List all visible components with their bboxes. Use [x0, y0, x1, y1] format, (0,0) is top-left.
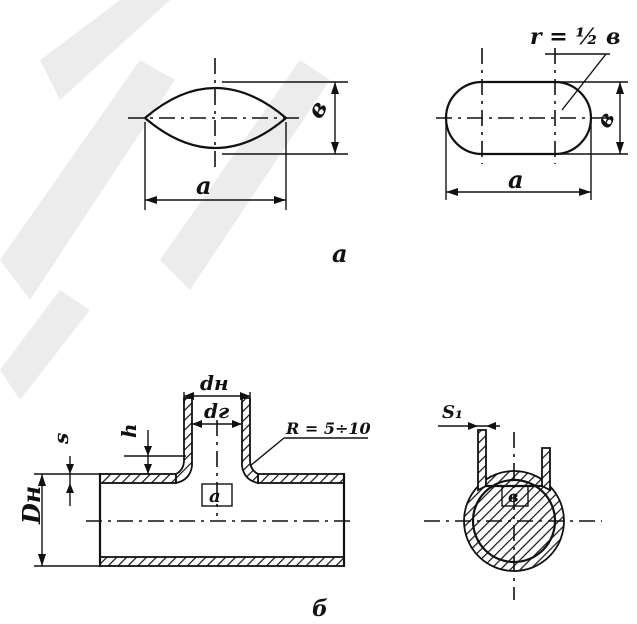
figure-label-a: а — [332, 239, 348, 268]
radius-range: R = 5÷10 — [285, 419, 371, 438]
dim-a-left: a — [196, 171, 212, 200]
radius-formula: r = ½ в — [530, 24, 620, 50]
tee-section-view: a Dн s h dн dг R = 5÷10 — [17, 371, 371, 568]
dim-a-right: a — [508, 165, 524, 194]
box-a: a — [209, 486, 221, 507]
ellipse-hole-view: a в — [128, 58, 348, 210]
figure-label-b: б — [312, 596, 328, 622]
pipe-end-view: S₁ в — [424, 402, 602, 600]
dim-s1: S₁ — [442, 402, 463, 423]
box-b: в — [508, 487, 519, 506]
dim-du: dн — [200, 371, 229, 395]
dim-s: s — [49, 433, 73, 445]
dim-h: h — [117, 423, 141, 438]
dim-dn: Dн — [17, 486, 46, 525]
slot-hole-view: a в r = ½ в — [436, 24, 628, 200]
dim-dr: dг — [204, 399, 230, 423]
dim-b-right: в — [591, 107, 621, 133]
